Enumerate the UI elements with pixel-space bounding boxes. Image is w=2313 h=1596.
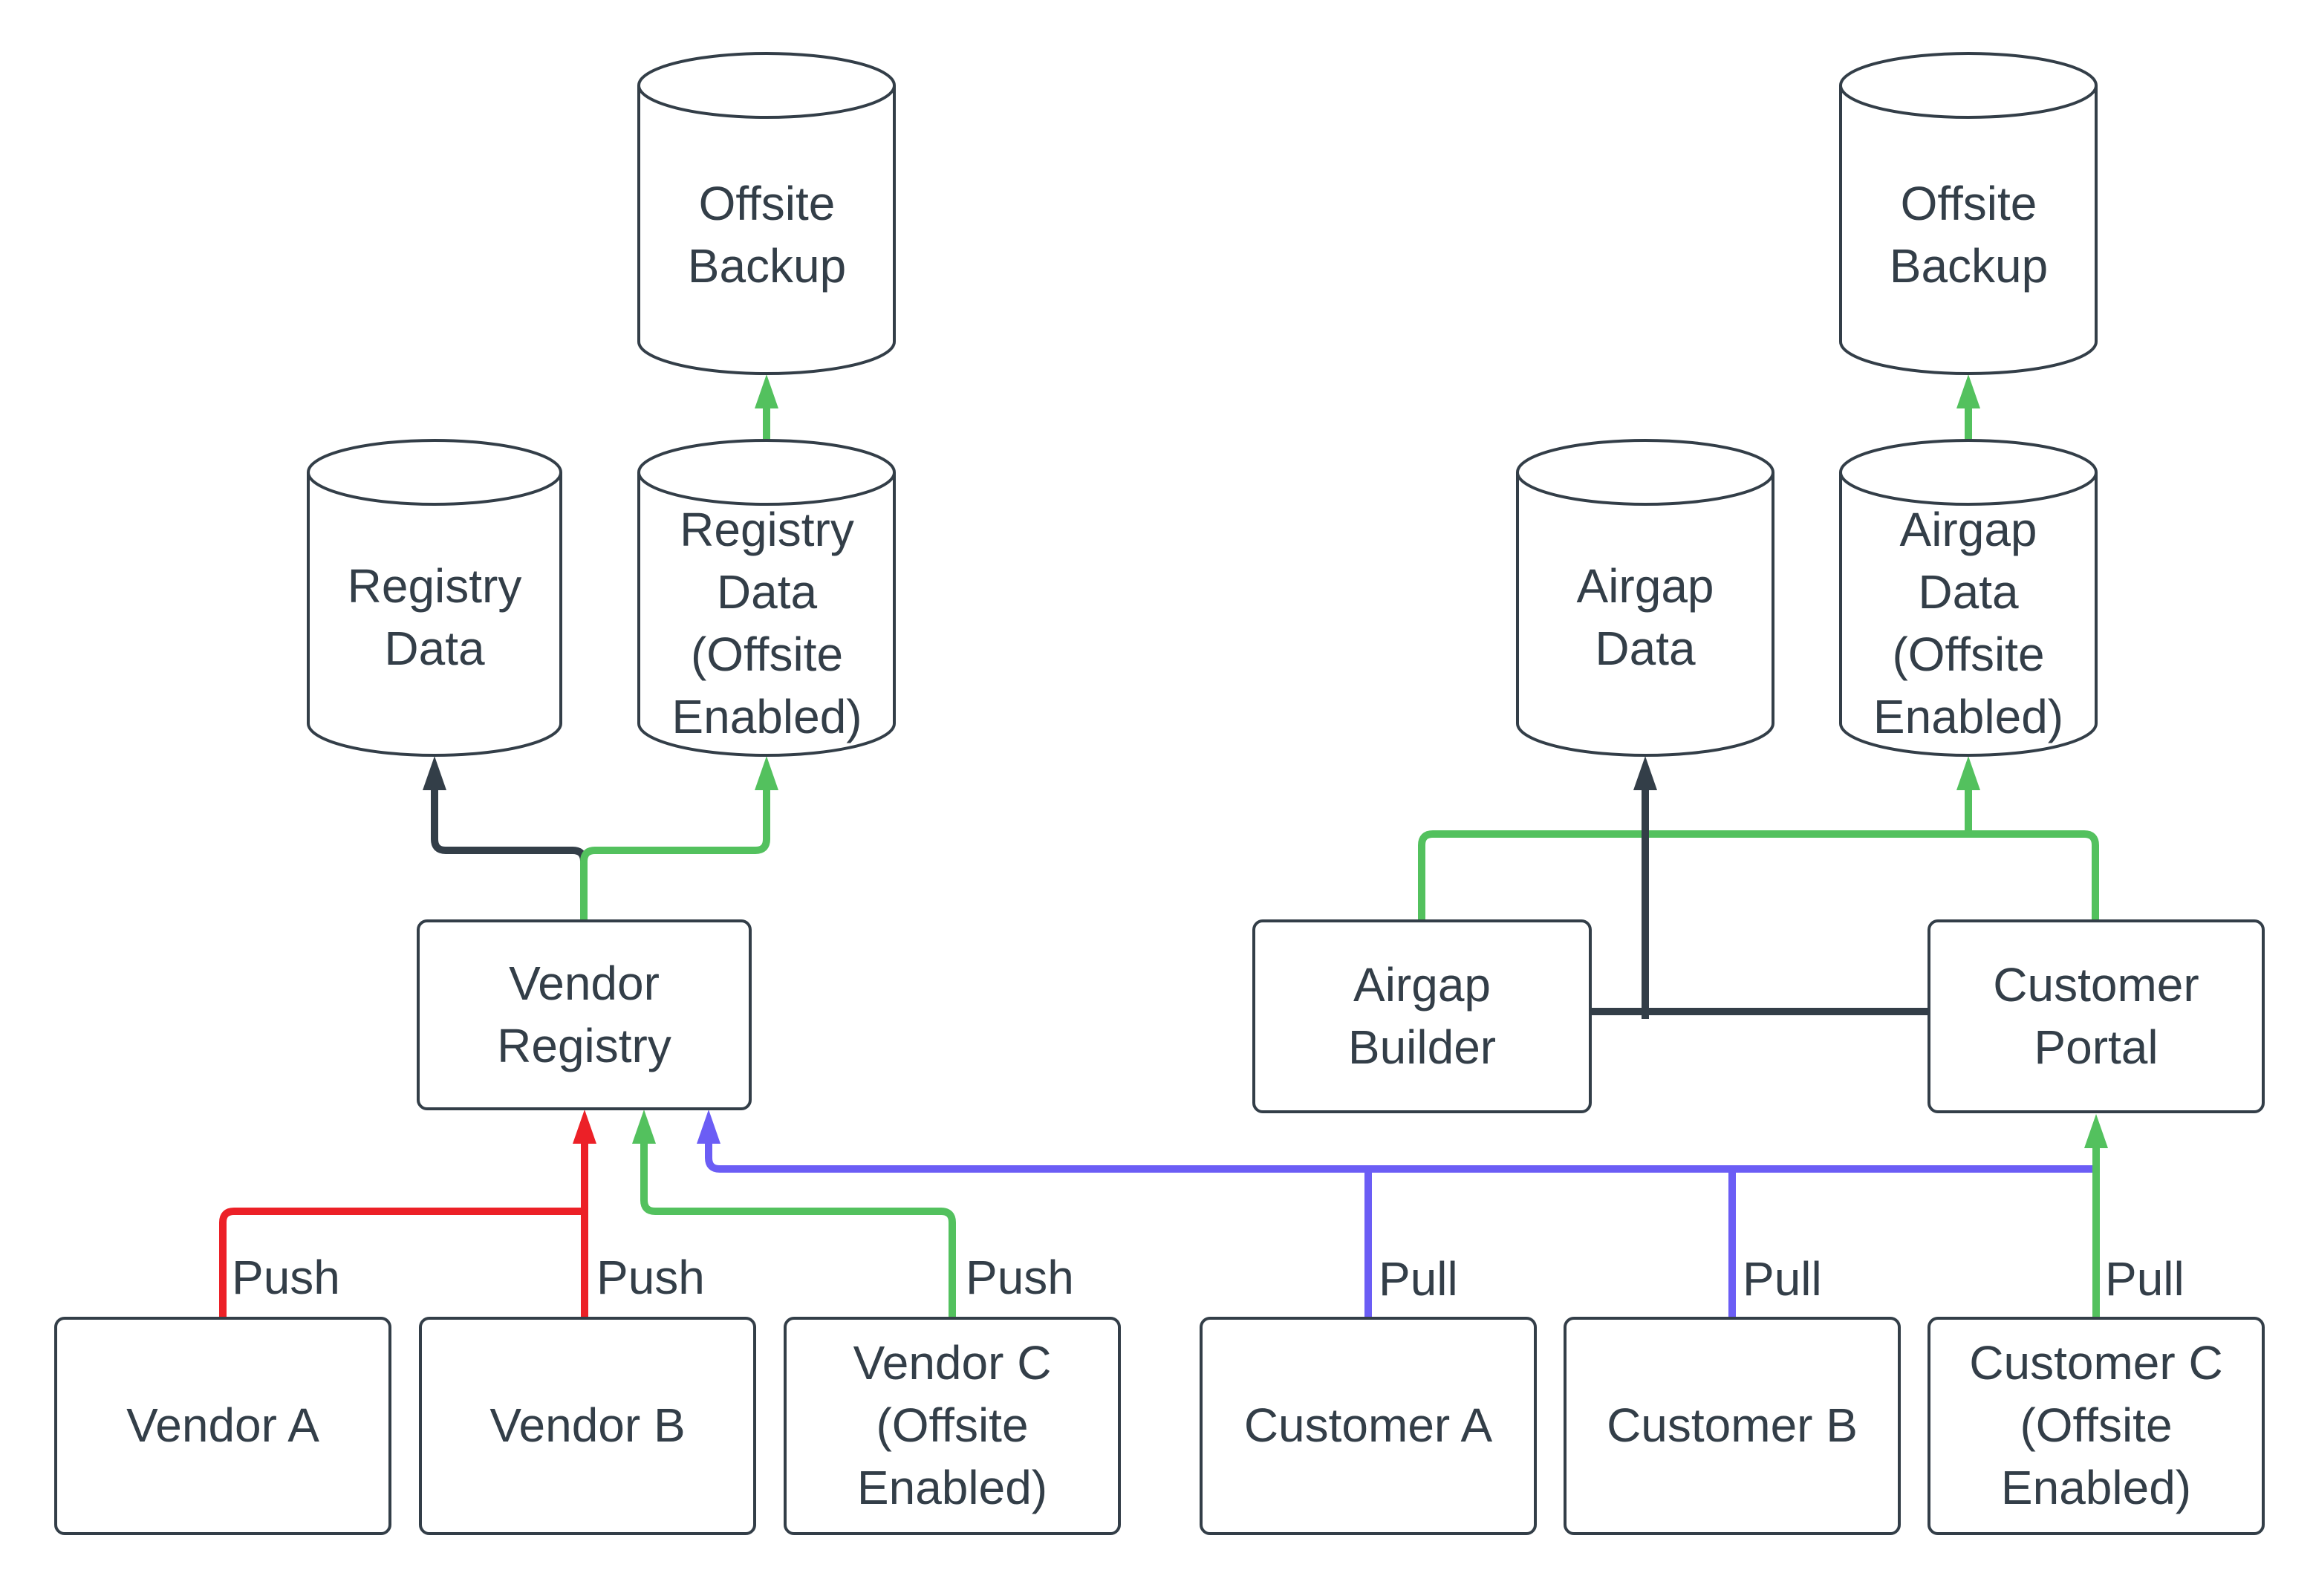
arrowhead-offsite-backup-left xyxy=(755,374,778,408)
edge-label-pull-customer-a: Pull xyxy=(1379,1252,1458,1306)
edge-label-push-vendor-c: Push xyxy=(966,1251,1074,1304)
cylinder-airgap-data-offsite xyxy=(1839,439,2098,757)
edge-vendor-registry-to-registry-data-offsite xyxy=(580,786,770,925)
box-vendor-c xyxy=(784,1317,1121,1535)
edge-vendor-registry-to-registry-data xyxy=(431,786,588,925)
box-vendor-registry xyxy=(417,919,752,1110)
edge-label-pull-customer-b: Pull xyxy=(1743,1252,1822,1306)
arrowhead-registry-data xyxy=(423,756,446,790)
edge-airgap-builder-to-airgap-data-offsite xyxy=(1418,830,2099,925)
box-customer-b xyxy=(1564,1317,1901,1535)
box-customer-c xyxy=(1928,1317,2265,1535)
cylinder-registry-data-offsite xyxy=(637,439,896,757)
arrowhead-vendor-registry-green xyxy=(632,1110,656,1144)
arrowhead-vendor-registry-red xyxy=(573,1110,596,1144)
arrowhead-airgap-data xyxy=(1633,756,1657,790)
edge-customer-pull-trunk xyxy=(705,1141,2092,1173)
edge-label-push-vendor-b: Push xyxy=(596,1251,705,1304)
box-vendor-a xyxy=(54,1317,391,1535)
edge-vendor-a-push xyxy=(219,1208,588,1322)
box-customer-portal xyxy=(1928,919,2265,1113)
arrowhead-customer-portal xyxy=(2084,1114,2108,1148)
arrowhead-airgap-data-offsite xyxy=(1956,756,1980,790)
edge-label-pull-customer-c: Pull xyxy=(2105,1252,2184,1306)
box-customer-a xyxy=(1200,1317,1537,1535)
box-airgap-builder xyxy=(1252,919,1592,1113)
arrowhead-offsite-backup-right xyxy=(1956,374,1980,408)
cylinder-offsite-backup-right xyxy=(1839,52,2098,375)
edge-label-push-vendor-a: Push xyxy=(232,1251,340,1304)
cylinder-airgap-data xyxy=(1516,439,1774,757)
cylinder-offsite-backup-left xyxy=(637,52,896,375)
box-vendor-b xyxy=(419,1317,756,1535)
arrowhead-vendor-registry-blue xyxy=(697,1110,720,1144)
cylinder-registry-data xyxy=(307,439,562,757)
arrowhead-registry-data-offsite xyxy=(755,756,778,790)
edge-vendor-c-push xyxy=(640,1141,956,1322)
